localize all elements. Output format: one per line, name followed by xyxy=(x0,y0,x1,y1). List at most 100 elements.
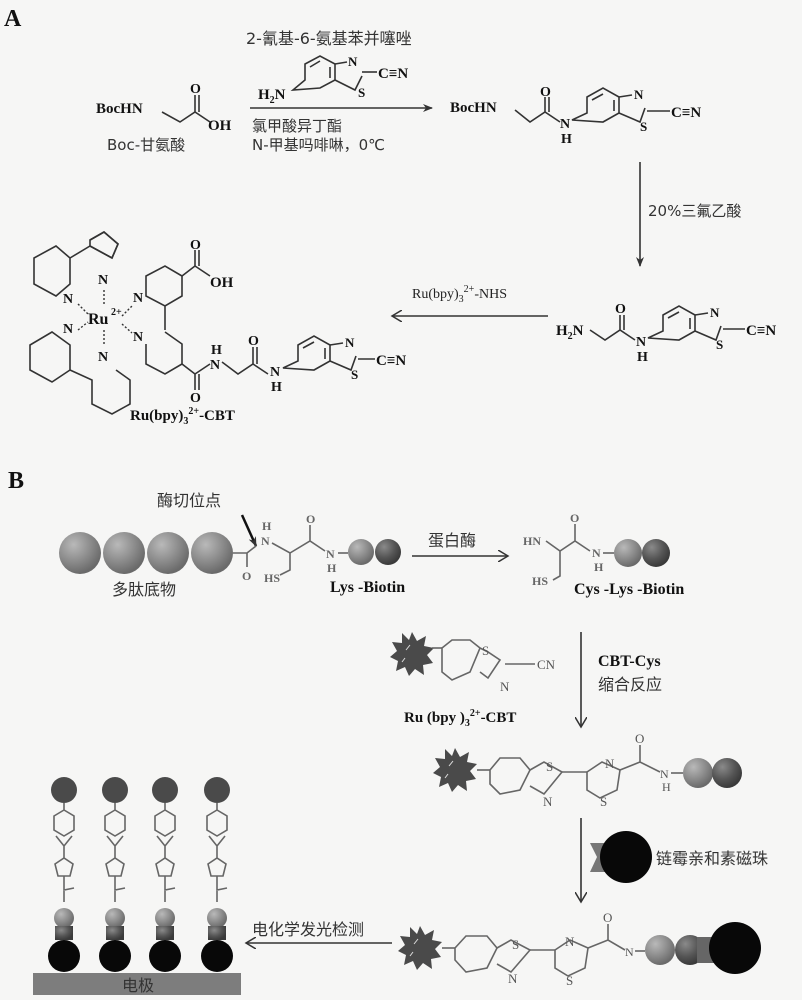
svg-text:N: N xyxy=(634,87,644,102)
biotin-bead xyxy=(375,539,401,565)
svg-text:H: H xyxy=(271,380,282,395)
reagent-name: 2-氰基-6-氨基苯并噻唑 xyxy=(246,29,412,48)
svg-text:N: N xyxy=(345,335,355,350)
svg-text:S: S xyxy=(358,85,365,100)
condensation-label-1: CBT-Cys xyxy=(598,653,661,670)
substrate-name: 多肽底物 xyxy=(112,580,176,599)
aminobenzothiazole-structure: H2N N S C≡N xyxy=(258,54,408,106)
peptide-bead xyxy=(147,532,189,574)
svg-text:S: S xyxy=(546,759,553,774)
condensation-product: S N N S O N H xyxy=(432,731,742,809)
svg-text:Ru: Ru xyxy=(88,311,109,328)
peptide-bead xyxy=(191,532,233,574)
ru-nhs-label: Ru(bpy)32+-NHS xyxy=(412,284,507,305)
svg-text:O: O xyxy=(635,731,644,746)
svg-text:N: N xyxy=(508,971,518,986)
panel-b-label: B xyxy=(8,468,24,494)
ru-bpy-cbt-name: Ru(bpy)32+-CBT xyxy=(130,406,235,427)
svg-text:H: H xyxy=(561,132,572,147)
cys-lys-biotin-name-text: Cys -Lys -Biotin xyxy=(574,581,684,598)
svg-text:S: S xyxy=(600,794,607,809)
immobilized-probe xyxy=(99,777,131,972)
svg-text:O: O xyxy=(570,511,579,525)
immobilized-probe xyxy=(149,777,181,972)
ru-bpy-cbt-structure: N N Ru 2+ N N N N O OH O N H O N H N S C… xyxy=(29,231,406,415)
boc-gly-cbt-structure: BocHN O N H N S C≡N xyxy=(450,85,701,147)
condition-2: N-甲基吗啡啉，0℃ xyxy=(252,136,385,154)
svg-text:H2N: H2N xyxy=(556,323,584,342)
svg-text:H: H xyxy=(262,519,272,533)
svg-text:H: H xyxy=(637,350,648,365)
svg-text:H: H xyxy=(327,561,337,575)
svg-text:N: N xyxy=(326,547,335,561)
panel-a-label: A xyxy=(4,6,22,32)
svg-text:HS: HS xyxy=(264,571,280,585)
svg-text:N: N xyxy=(605,756,615,771)
svg-text:O: O xyxy=(190,82,201,97)
svg-text:N: N xyxy=(98,350,108,365)
ru-cbt-probe: S N CN xyxy=(389,631,556,694)
tfa-label: 20%三氟乙酸 xyxy=(648,202,741,220)
electrode-assembly: 电极 xyxy=(33,777,241,995)
polypeptide-substrate: O H N O HS N H xyxy=(59,512,401,585)
svg-text:N: N xyxy=(348,54,358,69)
cys-lys-biotin-structure: HN O HS N H xyxy=(523,511,670,588)
svg-text:HS: HS xyxy=(532,574,548,588)
svg-text:CN: CN xyxy=(537,657,556,672)
svg-text:HN: HN xyxy=(523,534,541,548)
svg-text:H2N: H2N xyxy=(258,87,286,106)
lys-bead xyxy=(683,758,713,788)
svg-text:O: O xyxy=(242,569,251,583)
svg-text:N: N xyxy=(261,534,270,548)
svg-text:O: O xyxy=(190,238,201,253)
condensation-label-2: 缩合反应 xyxy=(598,675,662,694)
svg-text:N: N xyxy=(133,330,143,345)
immobilized-probe xyxy=(48,777,80,972)
svg-text:O: O xyxy=(190,391,201,406)
gly-cbt-structure: H2N O N H N S C≡N xyxy=(556,302,776,365)
cleavage-site-label: 酶切位点 xyxy=(157,491,221,510)
bead-captured-product: S N N S O N xyxy=(397,910,761,988)
probe-name: Ru (bpy )32+-CBT xyxy=(404,708,516,729)
svg-text:H: H xyxy=(211,343,222,358)
lys-biotin-name: Lys -Biotin xyxy=(330,579,405,596)
svg-text:N: N xyxy=(636,335,646,350)
svg-text:OH: OH xyxy=(210,275,234,291)
electrode-label: 电极 xyxy=(122,976,154,995)
lys-bead xyxy=(348,539,374,565)
svg-text:C≡N: C≡N xyxy=(671,105,701,121)
beads-label: 链霉亲和素磁珠 xyxy=(656,849,768,868)
boc-glycine-structure: BocHN O OH xyxy=(96,82,232,134)
svg-text:H: H xyxy=(594,560,604,574)
svg-text:O: O xyxy=(603,910,612,925)
svg-text:S: S xyxy=(351,367,358,382)
peptide-bead xyxy=(103,532,145,574)
svg-text:N: N xyxy=(63,292,73,307)
svg-text:C≡N: C≡N xyxy=(378,66,408,82)
svg-text:N: N xyxy=(625,945,634,959)
svg-text:N: N xyxy=(660,767,669,781)
svg-text:N: N xyxy=(543,794,553,809)
condition-1: 氯甲酸异丁酯 xyxy=(252,117,342,135)
magnetic-bead xyxy=(709,922,761,974)
immobilized-probe xyxy=(201,777,233,972)
detection-label: 电化学发光检测 xyxy=(252,920,364,939)
svg-text:H: H xyxy=(662,780,671,794)
svg-text:N: N xyxy=(210,358,220,373)
enzyme-label: 蛋白酶 xyxy=(428,531,476,550)
svg-text:N: N xyxy=(500,679,510,694)
svg-text:S: S xyxy=(640,119,647,134)
svg-text:N: N xyxy=(592,546,601,560)
svg-text:N: N xyxy=(710,305,720,320)
svg-text:N: N xyxy=(560,117,570,132)
cleavage-arrow xyxy=(240,514,258,547)
svg-text:C≡N: C≡N xyxy=(376,353,406,369)
lys-bead xyxy=(645,935,675,965)
svg-text:O: O xyxy=(306,512,315,526)
biotin-bead xyxy=(642,539,670,567)
svg-text:N: N xyxy=(98,273,108,288)
lys-bead xyxy=(614,539,642,567)
svg-text:O: O xyxy=(248,334,259,349)
